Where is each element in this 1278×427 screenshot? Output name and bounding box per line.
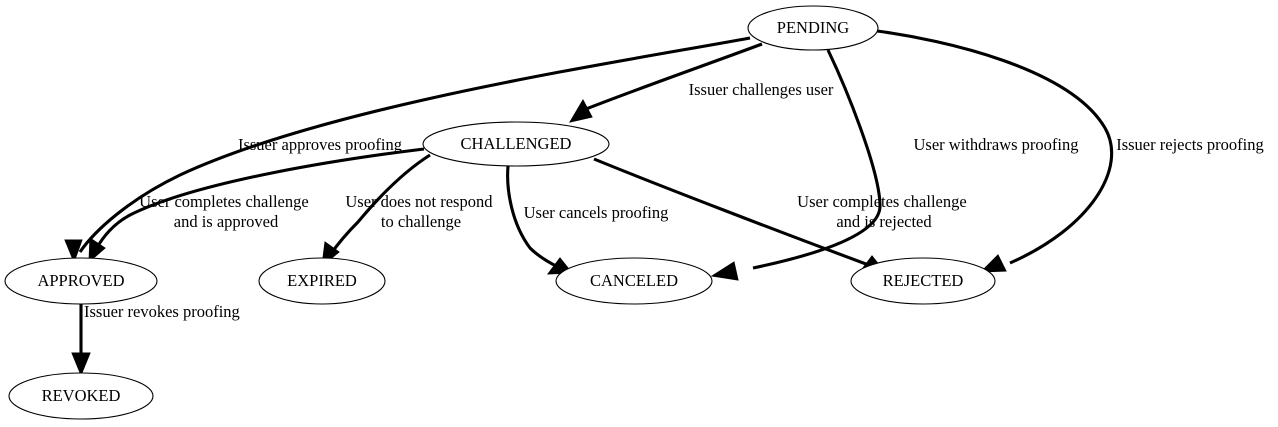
edge-pending-canceled-label: User withdraws proofing <box>914 135 1079 154</box>
edge-pending-challenged-label: Issuer challenges user <box>689 80 834 99</box>
node-pending-ellipse <box>747 5 879 51</box>
edge-challenged-rejected[interactable]: User completes challenge and is rejected <box>593 157 971 273</box>
edge-challenged-arrowhead <box>88 237 106 264</box>
node-expired-label: EXPIRED <box>287 271 357 290</box>
edge-label-line: User does not respond <box>345 192 493 211</box>
edge-challenged-canceled[interactable]: User cancels proofing <box>506 165 669 275</box>
edge-challenged-canceled-label: User cancels proofing <box>524 203 669 222</box>
edge-pending-challenged-path <box>585 42 763 111</box>
node-canceled-ellipse <box>555 257 713 305</box>
edge-pending-rejected-arrowhead <box>979 254 1007 273</box>
edge-challenged-rejected-label: User completes challenge and is rejected <box>797 192 971 231</box>
edge-challenged-canceled-path <box>506 165 559 269</box>
node-revoked-label: REVOKED <box>42 386 121 405</box>
node-approved-ellipse <box>4 257 158 305</box>
edge-pending-canceled-arrowhead <box>710 261 739 281</box>
edge-pending-challenged-arrowhead <box>568 98 593 123</box>
node-rejected[interactable]: REJECTED <box>850 257 996 305</box>
edge-pending-approved[interactable]: Issuer approves proofing <box>64 36 751 264</box>
node-challenged-ellipse <box>422 121 610 167</box>
node-rejected-ellipse <box>850 257 996 305</box>
edge-pending-canceled-path <box>752 49 882 270</box>
node-pending[interactable]: PENDING <box>747 5 879 51</box>
edge-label-line: Issuer approves proofing <box>238 135 402 154</box>
edge-label-line: User completes challenge <box>797 192 967 211</box>
nodes-layer: PENDING CHALLENGED APPROVED EXPIRED CANC… <box>4 5 996 420</box>
edge-challenged-approved[interactable]: User completes challenge and is approved <box>88 147 425 264</box>
edge-challenged-expired-path <box>328 153 431 256</box>
node-expired-ellipse <box>258 257 386 305</box>
node-revoked[interactable]: REVOKED <box>8 372 154 420</box>
node-canceled[interactable]: CANCELED <box>555 257 713 305</box>
edge-challenged-rejected-path <box>593 157 867 266</box>
node-rejected-label: REJECTED <box>883 271 964 290</box>
edge-pending-approved-label: Issuer approves proofing <box>238 135 402 154</box>
edge-pending-rejected[interactable]: Issuer rejects proofing <box>876 29 1264 273</box>
edge-label-line: User withdraws proofing <box>914 135 1079 154</box>
edge-approved-revoked-arrowhead <box>71 352 91 377</box>
node-expired[interactable]: EXPIRED <box>258 257 386 305</box>
edge-label-line: User completes challenge <box>139 192 309 211</box>
edge-label-line: Issuer challenges user <box>689 80 834 99</box>
node-approved-label: APPROVED <box>37 271 124 290</box>
node-challenged-label: CHALLENGED <box>461 134 572 153</box>
edge-challenged-approved-path <box>93 147 425 252</box>
edge-pending-approved-path <box>78 36 751 253</box>
edge-pending-canceled[interactable]: User withdraws proofing <box>710 49 1079 281</box>
edge-approved-revoked-label: Issuer revokes proofing <box>84 302 240 321</box>
edge-label-line: and is approved <box>174 212 279 231</box>
edge-approved-revoked[interactable]: Issuer revokes proofing <box>71 302 240 377</box>
edge-pending-rejected-label: Issuer rejects proofing <box>1116 135 1264 154</box>
edge-pending-challenged[interactable]: Issuer challenges user <box>568 42 834 123</box>
edge-challenged-expired[interactable]: User does not respond to challenge <box>321 153 497 268</box>
edge-challenged-expired-label: User does not respond to challenge <box>345 192 496 231</box>
edge-challenged-approved-label: User completes challenge and is approved <box>139 192 313 231</box>
node-challenged[interactable]: CHALLENGED <box>422 121 610 167</box>
node-canceled-label: CANCELED <box>590 271 678 290</box>
node-pending-label: PENDING <box>777 18 849 37</box>
edge-label-line: Issuer revokes proofing <box>84 302 240 321</box>
edge-label-line: User cancels proofing <box>524 203 669 222</box>
edge-pending-approved-arrowhead <box>64 239 83 264</box>
edges-layer: Issuer approves proofing Issuer challeng… <box>64 29 1264 377</box>
node-approved[interactable]: APPROVED <box>4 257 158 305</box>
edge-pending-rejected-path <box>876 29 1114 265</box>
edge-label-line: and is rejected <box>836 212 932 231</box>
edge-label-line: Issuer rejects proofing <box>1116 135 1264 154</box>
node-revoked-ellipse <box>8 372 154 420</box>
edge-label-line: to challenge <box>381 212 461 231</box>
